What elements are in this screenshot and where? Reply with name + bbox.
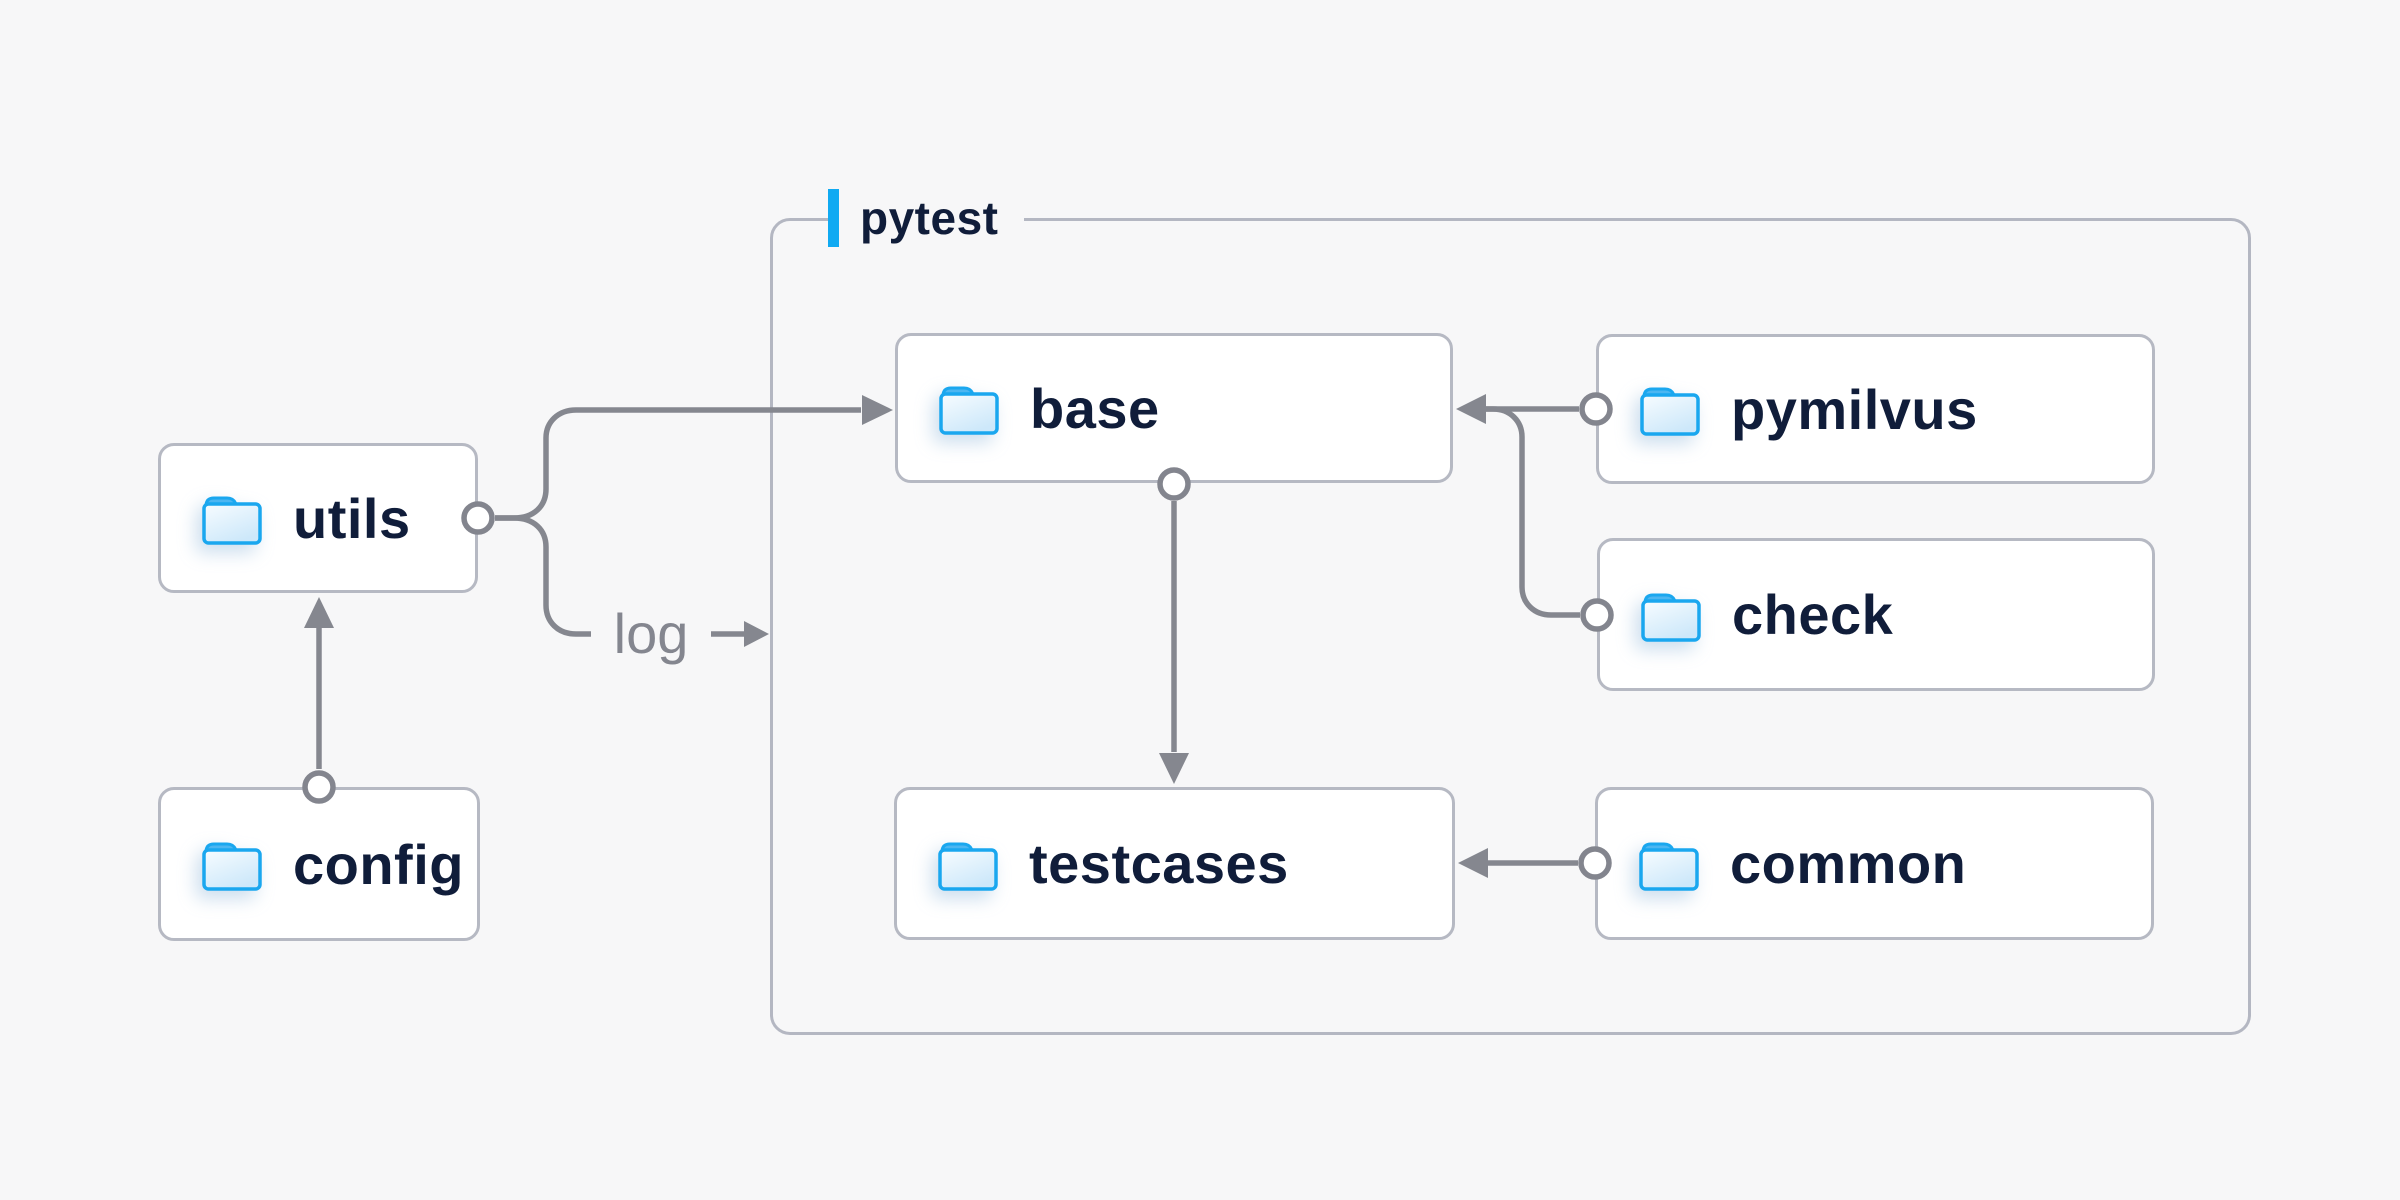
node-label: common bbox=[1730, 832, 1967, 895]
node-label: utils bbox=[293, 486, 411, 550]
folder-icon bbox=[935, 835, 1001, 893]
node-common: common bbox=[1595, 787, 2154, 940]
pytest-group-label: pytest bbox=[828, 188, 1025, 248]
pytest-group-container bbox=[770, 218, 2251, 1035]
node-pymilvus: pymilvus bbox=[1596, 334, 2155, 484]
node-label: config bbox=[293, 832, 464, 896]
node-label: pymilvus bbox=[1731, 377, 1978, 441]
node-check: check bbox=[1597, 538, 2155, 691]
folder-icon bbox=[199, 835, 265, 893]
edge-utils-log bbox=[495, 515, 591, 637]
node-label: testcases bbox=[1029, 832, 1289, 895]
folder-icon bbox=[1638, 586, 1704, 644]
node-config: config bbox=[158, 787, 480, 941]
node-label: base bbox=[1030, 376, 1160, 440]
node-base: base bbox=[895, 333, 1453, 483]
folder-icon bbox=[199, 489, 265, 547]
edge-label-log: log bbox=[613, 602, 689, 665]
group-title: pytest bbox=[860, 192, 999, 244]
folder-icon bbox=[1637, 380, 1703, 438]
accent-bar-icon bbox=[828, 189, 839, 247]
arrowhead-log bbox=[744, 621, 769, 647]
folder-icon bbox=[936, 379, 1002, 437]
folder-icon bbox=[1636, 835, 1702, 893]
node-label: check bbox=[1732, 583, 1894, 646]
arrowhead-up-utils bbox=[304, 597, 334, 628]
node-utils: utils bbox=[158, 443, 478, 593]
node-testcases: testcases bbox=[894, 787, 1455, 940]
